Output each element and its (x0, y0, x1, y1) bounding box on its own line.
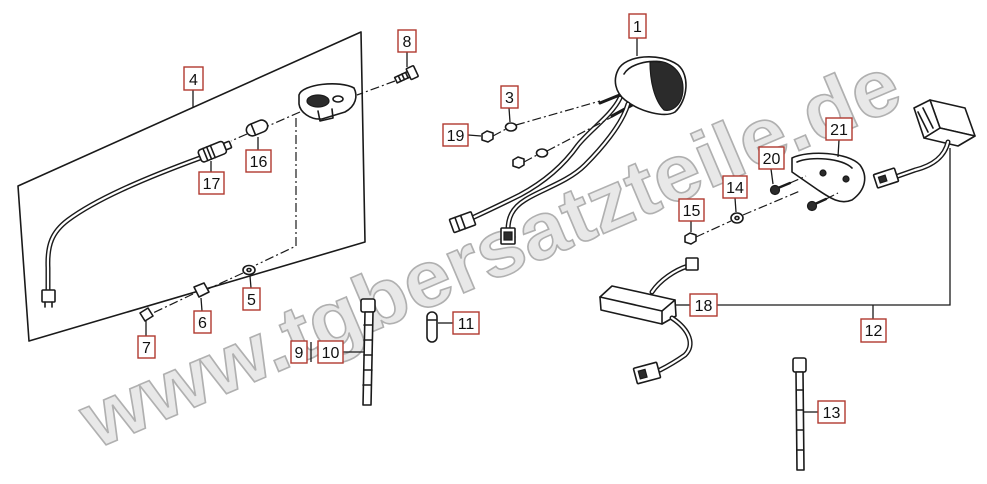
callout-1[interactable]: 1 (628, 13, 647, 39)
callout-12[interactable]: 12 (860, 318, 887, 343)
svg-text:8: 8 (403, 34, 412, 51)
side-light (913, 99, 976, 147)
connector-b (500, 227, 516, 245)
callout-14[interactable]: 14 (722, 175, 748, 199)
washer-14 (730, 212, 744, 224)
cable-tie-10 (360, 298, 376, 406)
callout-10[interactable]: 10 (317, 340, 344, 364)
callout-19[interactable]: 19 (442, 123, 469, 147)
license-light-lens (306, 94, 330, 108)
svg-text:7: 7 (142, 340, 151, 357)
svg-text:5: 5 (247, 292, 256, 309)
nut-7 (139, 307, 154, 322)
assembly-lines-left (152, 80, 396, 314)
tail-light-1 (598, 55, 687, 118)
washer-5 (242, 264, 256, 276)
svg-text:14: 14 (726, 180, 744, 197)
relay-connector-bottom (632, 361, 662, 385)
assembly-lines-center (492, 100, 613, 163)
nut-19 (481, 130, 494, 143)
callout-15[interactable]: 15 (678, 198, 705, 222)
washer-3 (535, 148, 549, 158)
svg-text:11: 11 (458, 316, 475, 333)
svg-text:18: 18 (695, 298, 713, 315)
svg-text:16: 16 (250, 154, 268, 171)
tail-light-lens (649, 60, 684, 111)
callout-13[interactable]: 13 (817, 400, 846, 424)
pin-11 (426, 311, 438, 343)
screw-8 (393, 65, 419, 84)
bulb-socket-17 (197, 140, 233, 163)
svg-text:15: 15 (683, 203, 701, 220)
group-bracket-12 (717, 148, 951, 306)
bracket-21 (791, 152, 866, 203)
bulb-socket-cable-17 (41, 155, 203, 308)
washer-3 (504, 122, 518, 132)
connector-a (448, 211, 477, 234)
nut-15 (684, 232, 697, 245)
leader-lines (145, 38, 951, 413)
svg-text:17: 17 (203, 176, 221, 193)
callout-6[interactable]: 6 (193, 310, 212, 334)
bulb-16 (245, 119, 269, 137)
svg-text:1: 1 (633, 19, 642, 36)
svg-text:19: 19 (447, 128, 465, 145)
assembly-frame-4 (17, 31, 366, 342)
tail-light-wiring (448, 95, 631, 245)
cable-connector (41, 289, 56, 303)
screw-20 (769, 181, 792, 196)
callout-16[interactable]: 16 (245, 149, 272, 173)
svg-text:6: 6 (198, 315, 207, 332)
svg-text:21: 21 (830, 122, 848, 139)
assembly-lines-right (695, 175, 839, 238)
svg-text:3: 3 (505, 90, 514, 107)
screw-20 (806, 197, 828, 212)
relay-18 (599, 257, 699, 385)
side-light-wiring (872, 139, 951, 189)
tail-light-stud (610, 102, 636, 118)
callout-8[interactable]: 8 (397, 29, 417, 53)
connector-c (872, 167, 900, 189)
svg-text:13: 13 (823, 405, 841, 422)
svg-text:20: 20 (763, 151, 781, 168)
relay-connector-top (685, 257, 699, 271)
license-light-housing (298, 83, 357, 122)
cable-tie-13 (792, 357, 807, 471)
svg-text:12: 12 (865, 323, 883, 340)
callout-9[interactable]: 9 (290, 340, 308, 364)
callout-20[interactable]: 20 (758, 146, 785, 170)
svg-text:4: 4 (189, 72, 198, 89)
callout-11[interactable]: 11 (452, 311, 480, 335)
svg-text:9: 9 (295, 345, 304, 362)
svg-text:10: 10 (322, 345, 340, 362)
callout-3[interactable]: 3 (500, 85, 519, 109)
callout-21[interactable]: 21 (825, 117, 853, 141)
callout-17[interactable]: 17 (198, 171, 225, 195)
clip-6 (193, 282, 210, 298)
nut-19 (512, 156, 525, 169)
callout-4[interactable]: 4 (183, 66, 204, 91)
callout-5[interactable]: 5 (242, 287, 261, 311)
callout-18[interactable]: 18 (689, 293, 718, 317)
callout-7[interactable]: 7 (137, 335, 156, 359)
